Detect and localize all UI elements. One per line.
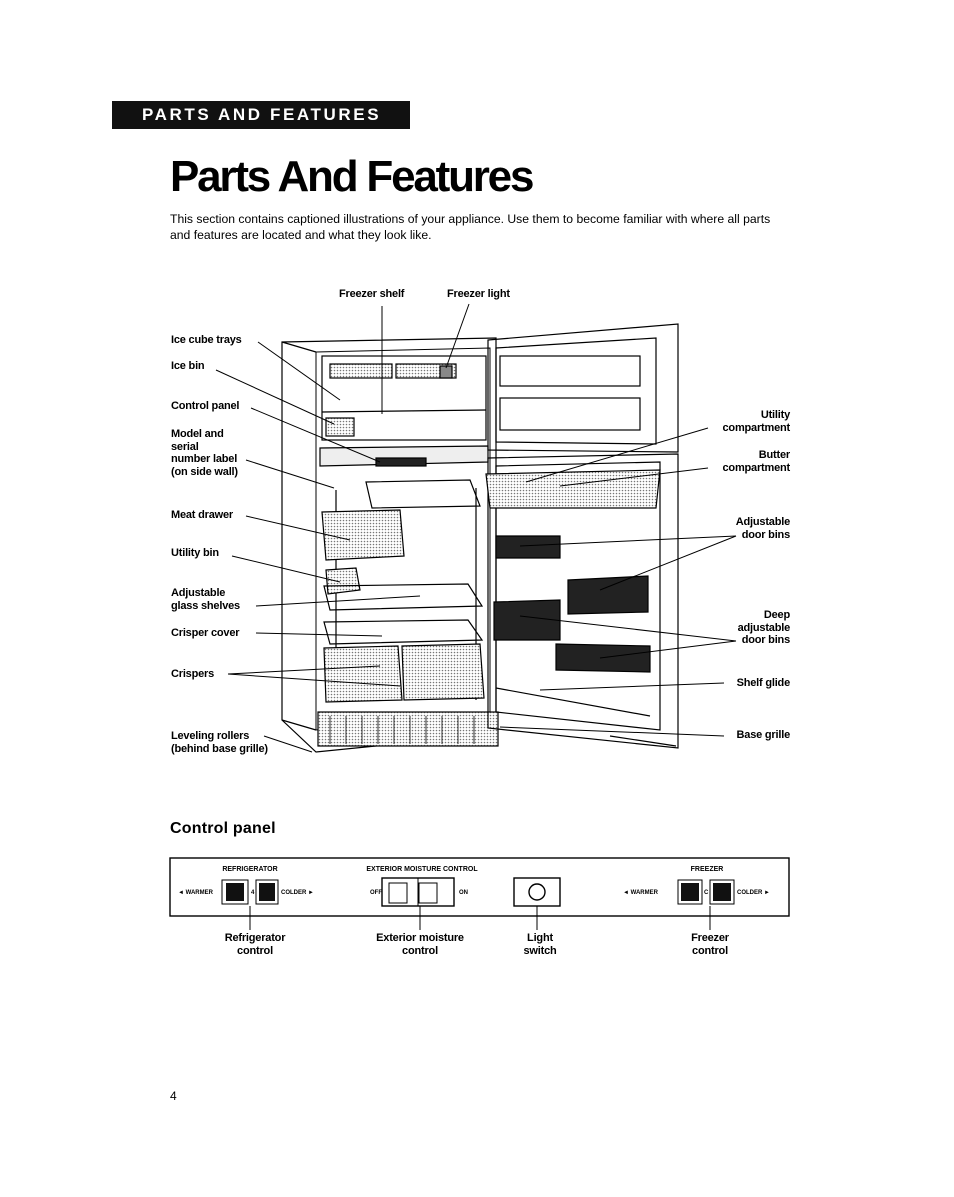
label-adjustable-glass-shelves: Adjustable glass shelves (171, 587, 240, 612)
crisper-left (323, 645, 403, 703)
light-switch[interactable] (513, 877, 561, 907)
moisture-off-label: OFF (370, 890, 382, 896)
label-deep-adjustable-door-bins: Deep adjustable door bins (737, 609, 791, 646)
panel-freezer-label: FREEZER (691, 866, 724, 873)
label-utility-bin: Utility bin (171, 547, 219, 559)
label-model-serial: Model and serial number label (on side w… (171, 428, 238, 478)
fridge-colder-label: COLDER ► (281, 890, 314, 896)
page-title: Parts And Features (170, 152, 534, 201)
label-shelf-glide: Shelf glide (736, 677, 791, 689)
label-butter-compartment: Butter compartment (722, 449, 791, 474)
label-crispers: Crispers (171, 668, 215, 680)
freezer-setting: C (704, 890, 709, 896)
panel-moisture-label: EXTERIOR MOISTURE CONTROL (366, 866, 478, 873)
control-panel-heading: Control panel (170, 820, 276, 837)
control-panel-diagram: REFRIGERATOR EXTERIOR MOISTURE CONTROL F… (169, 857, 790, 930)
fridge-setting: 4 (251, 890, 255, 896)
refrigerator-illustration (215, 303, 737, 753)
base-grille-art (317, 711, 499, 747)
crisper-right (401, 643, 485, 701)
label-utility-compartment: Utility compartment (722, 409, 791, 434)
moisture-on-label: ON (459, 890, 468, 896)
freezer-compartment (321, 355, 487, 441)
label-freezer-light: Freezer light (447, 288, 510, 300)
label-leveling-rollers: Leveling rollers (behind base grille) (171, 730, 268, 755)
label-meat-drawer: Meat drawer (171, 509, 233, 521)
intro-paragraph: This section contains captioned illustra… (170, 212, 771, 242)
freezer-warmer-label: ◄ WARMER (623, 890, 659, 896)
caption-exterior-moisture-control: Exterior moisture control (376, 932, 464, 957)
freezer-colder-label: COLDER ► (737, 890, 770, 896)
label-adjustable-door-bins: Adjustable door bins (735, 516, 790, 541)
caption-light-switch: Light switch (523, 932, 557, 957)
label-ice-cube-trays: Ice cube trays (171, 334, 242, 346)
fridge-warmer-label: ◄ WARMER (178, 890, 214, 896)
label-base-grille: Base grille (736, 729, 791, 741)
page-number: 4 (170, 1089, 177, 1103)
caption-refrigerator-control: Refrigerator control (224, 932, 286, 957)
label-ice-bin: Ice bin (171, 360, 205, 372)
label-control-panel: Control panel (171, 400, 240, 412)
caption-freezer-control: Freezer control (691, 932, 729, 957)
label-freezer-shelf: Freezer shelf (339, 288, 405, 300)
label-crisper-cover: Crisper cover (171, 627, 240, 639)
freezer-door (487, 323, 679, 453)
panel-refrigerator-label: REFRIGERATOR (222, 866, 277, 873)
section-banner: PARTS AND FEATURES (112, 101, 410, 129)
